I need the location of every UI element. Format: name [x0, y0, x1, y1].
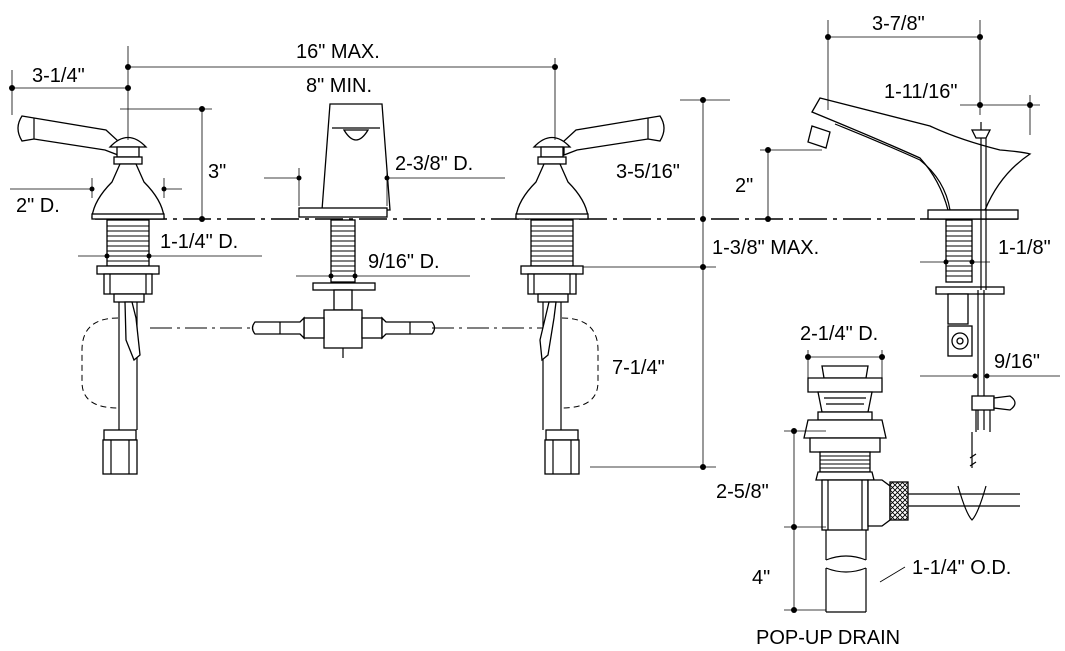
dim-1-1-4-od: 1-1/4" O.D.	[912, 557, 1011, 579]
left-handle-assembly	[17, 115, 165, 475]
dim-8-min: 8" MIN.	[306, 75, 372, 97]
dim-16-max: 16" MAX.	[296, 41, 380, 63]
dim-3-7-8: 3-7/8"	[872, 13, 925, 35]
dim-2: 2"	[735, 175, 753, 197]
dim-2-d: 2" D.	[16, 195, 60, 217]
dim-2-3-8-d: 2-3/8" D.	[395, 153, 473, 175]
dim-2-5-8: 2-5/8"	[716, 481, 769, 503]
dim-3-1-4: 3-1/4"	[32, 65, 85, 87]
dim-4: 4"	[752, 567, 770, 589]
dim-9-16: 9/16"	[994, 351, 1040, 373]
spout-assembly	[807, 97, 1032, 432]
dim-2-1-4-d: 2-1/4" D.	[800, 323, 878, 345]
dim-3: 3"	[208, 161, 226, 183]
dim-1-1-8: 1-1/8"	[998, 237, 1051, 259]
dim-1-3-8-max: 1-3/8" MAX.	[712, 237, 819, 259]
right-handle-assembly	[515, 115, 665, 475]
dim-7-1-4: 7-1/4"	[612, 357, 665, 379]
center-valve-assembly	[251, 103, 436, 358]
dim-9-16-d: 9/16" D.	[368, 251, 440, 273]
dim-1-11-16: 1-11/16"	[884, 81, 957, 103]
popup-drain-label: POP-UP DRAIN	[756, 627, 900, 649]
popup-drain-assembly	[803, 365, 1020, 613]
dim-3-5-16: 3-5/16"	[616, 161, 680, 183]
dimension-lines	[9, 20, 1060, 613]
dim-1-1-4-d: 1-1/4" D.	[160, 231, 238, 253]
